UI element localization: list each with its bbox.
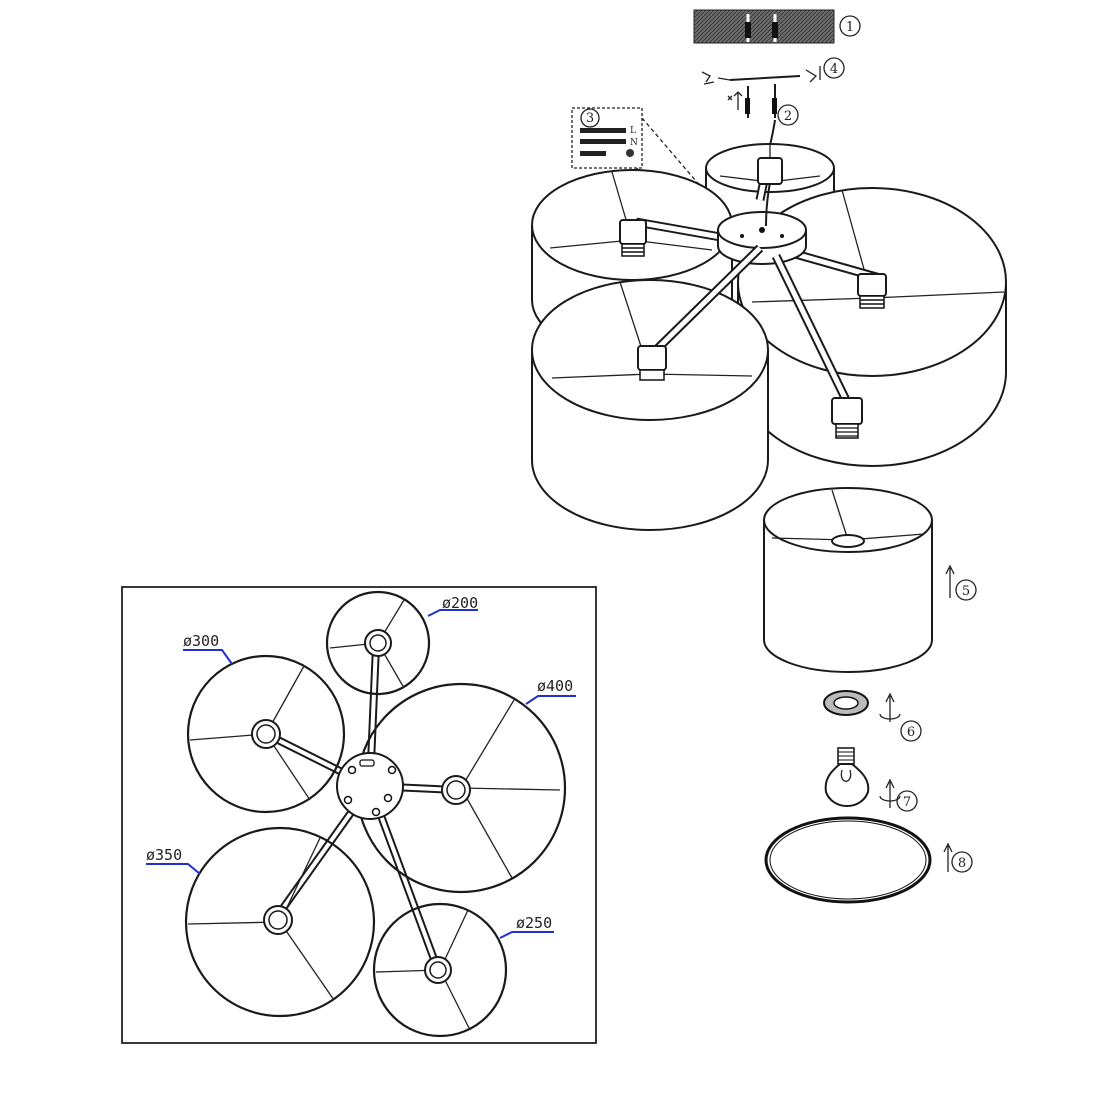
dimension-300: ø300 (183, 632, 233, 665)
step-4-marker: 4 (823, 57, 845, 79)
ceiling-mount (693, 9, 835, 44)
svg-text:4: 4 (830, 62, 838, 77)
step-7-marker: 7 (896, 790, 918, 812)
step-2-marker: 2 (777, 104, 799, 126)
socket-back-small (757, 157, 783, 185)
wiring-label-n: N (630, 138, 638, 148)
diffuser (764, 816, 932, 904)
svg-text:7: 7 (903, 795, 911, 810)
svg-text:8: 8 (958, 856, 966, 871)
top-view-canopy (336, 752, 404, 820)
dimension-250-label: ø250 (516, 914, 552, 932)
top-shade-350 (184, 826, 376, 1018)
top-shade-300 (186, 654, 346, 814)
svg-text:1: 1 (846, 20, 854, 35)
ring-nut (823, 690, 869, 716)
step-1-marker: 1 (839, 15, 861, 37)
shade-separate (763, 487, 933, 673)
top-view-panel: ø200 ø300 ø400 ø350 ø250 (121, 586, 597, 1044)
dimension-350-label: ø350 (146, 846, 182, 864)
step-3-marker: 3 (580, 108, 600, 128)
dimension-250: ø250 (499, 914, 554, 939)
wiring-detail: L N (571, 107, 727, 227)
socket-arm-hanging (771, 254, 863, 439)
dimension-350: ø350 (146, 846, 201, 875)
step-6-marker: 6 (900, 720, 922, 742)
step-markers: 1 2 3 4 5 6 7 8 (580, 15, 977, 873)
svg-text:5: 5 (962, 584, 970, 599)
wiring-label-l: L (630, 126, 636, 136)
top-shade-250 (372, 902, 508, 1038)
dimension-200-label: ø200 (442, 594, 478, 612)
svg-text:6: 6 (907, 725, 915, 740)
top-shade-200 (325, 590, 431, 696)
socket-right-large (857, 273, 887, 309)
step-5-marker: 5 (955, 579, 977, 601)
central-hub (635, 159, 882, 283)
svg-text:2: 2 (784, 109, 792, 124)
mounting-bracket (701, 66, 821, 171)
shade-left-front (531, 244, 769, 531)
light-bulb-icon (824, 747, 870, 807)
step-arrows (879, 564, 955, 872)
dimension-300-label: ø300 (183, 632, 219, 650)
step-8-marker: 8 (951, 851, 973, 873)
dimension-400: ø400 (525, 677, 576, 705)
socket-left-back (619, 219, 647, 257)
dimension-200: ø200 (427, 594, 478, 617)
dimension-400-label: ø400 (537, 677, 573, 695)
svg-text:3: 3 (586, 111, 594, 126)
